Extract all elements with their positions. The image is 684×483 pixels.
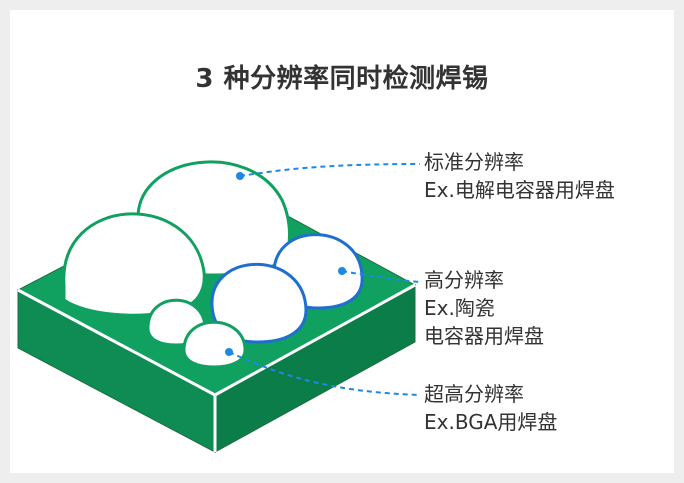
label-standard: 标准分辨率 Ex.电解电容器用焊盘: [424, 148, 615, 204]
label-standard-name: 标准分辨率: [424, 150, 524, 174]
label-high-name: 高分辨率: [424, 268, 504, 292]
leader-standard-dot: [236, 172, 244, 180]
label-standard-example: Ex.电解电容器用焊盘: [424, 178, 615, 202]
leader-high-dot: [338, 267, 346, 275]
label-ultra: 超高分辨率 Ex.BGA用焊盘: [424, 380, 557, 436]
dome-large-front: [62, 212, 206, 317]
label-high-example-1: Ex.陶瓷: [424, 296, 495, 320]
standard-solder-domes: [62, 160, 291, 317]
leader-standard: [239, 163, 421, 177]
leader-ultra: [228, 351, 421, 396]
leader-ultra-dot: [225, 348, 233, 356]
label-ultra-example: Ex.BGA用焊盘: [424, 410, 558, 434]
diagram-title: 3 种分辨率同时检测焊锡: [195, 64, 489, 94]
label-ultra-name: 超高分辨率: [424, 382, 524, 406]
label-high: 高分辨率 Ex.陶瓷 电容器用焊盘: [424, 266, 544, 350]
leader-lines: [225, 163, 421, 396]
dome-small-front: [182, 320, 247, 369]
leader-high: [341, 270, 421, 283]
label-high-example-2: 电容器用焊盘: [424, 324, 544, 348]
